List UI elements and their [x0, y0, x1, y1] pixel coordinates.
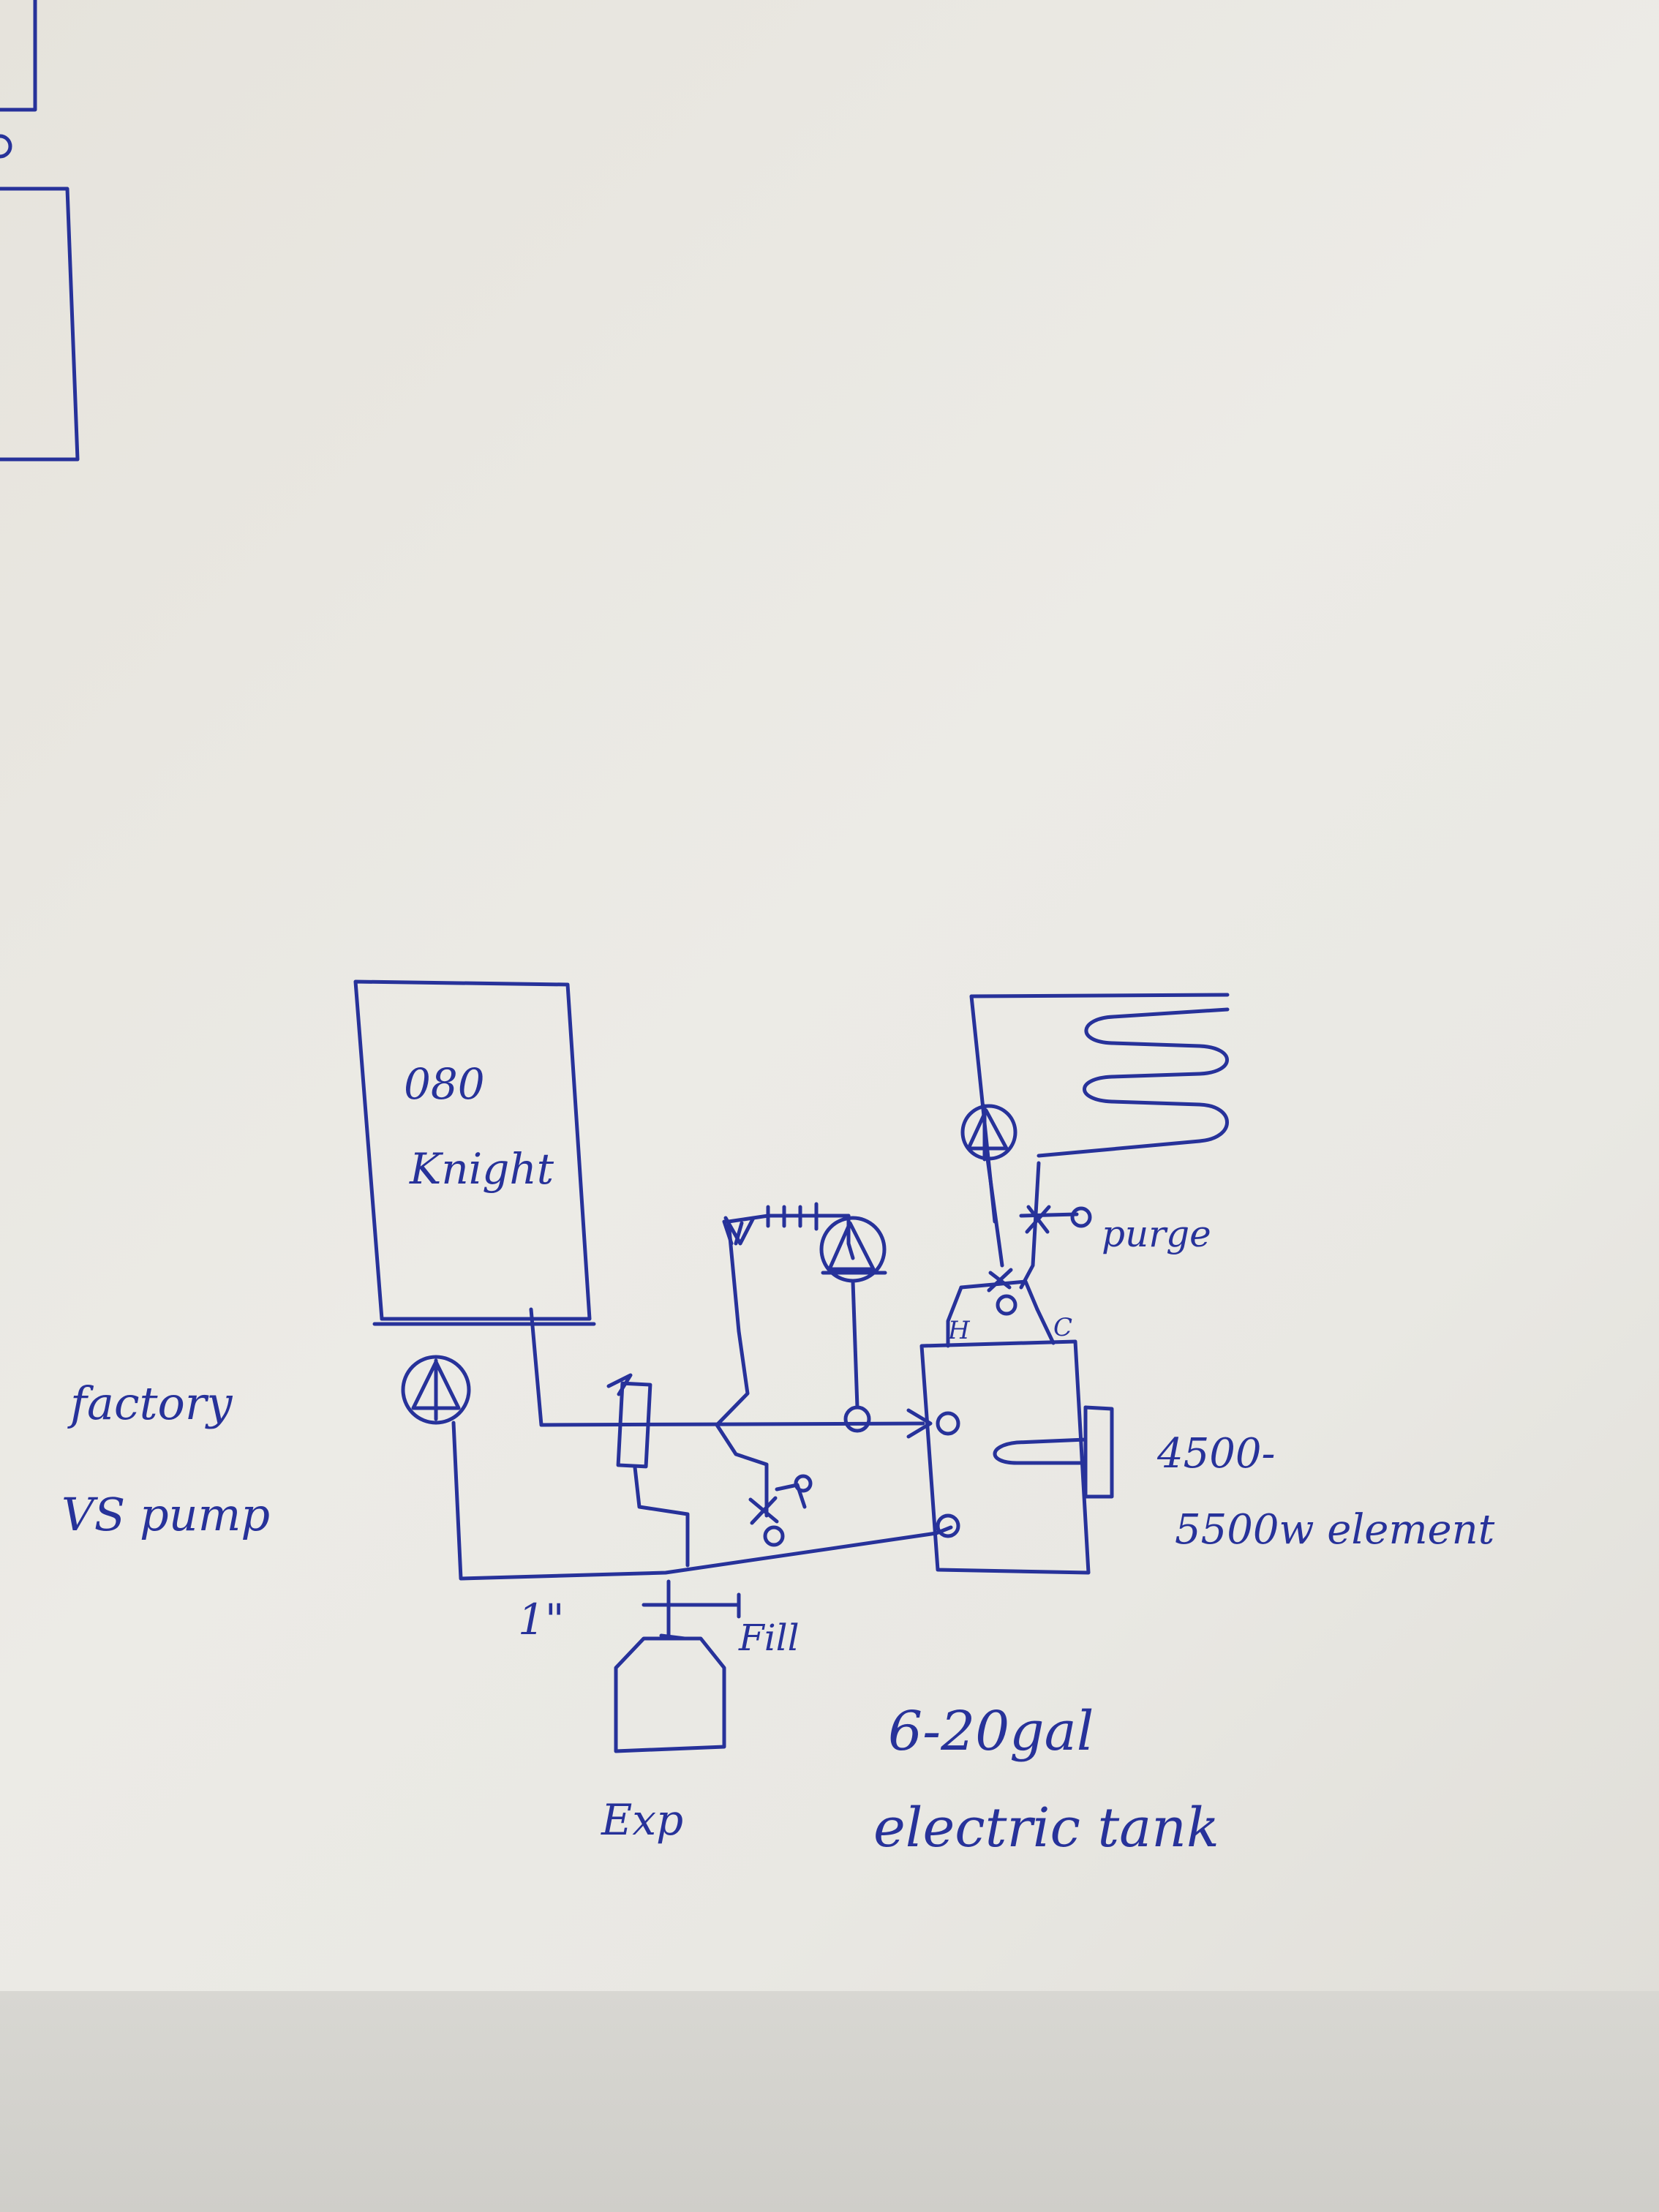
purge-label: purge	[1102, 1213, 1211, 1255]
fill-label: Fill	[738, 1617, 800, 1659]
electric-tank	[919, 1339, 1091, 1575]
expansion-tank-label: Exp	[601, 1795, 683, 1845]
expansion-tank-icon	[614, 1579, 741, 1753]
element-label-line1: 4500-	[1156, 1430, 1275, 1478]
boiler	[353, 979, 592, 1321]
tank-type-label: electric tank	[873, 1797, 1219, 1859]
purge-valve-icon	[946, 1205, 1092, 1348]
check-valve-icon	[748, 1474, 813, 1547]
boiler-pump-label-line1: factory	[67, 1377, 233, 1430]
corner-partial-drawing	[0, 0, 80, 462]
pipe-size-label: 1"	[518, 1595, 565, 1644]
boiler-brand-label: Knight	[409, 1144, 554, 1194]
boiler-pump-label-line2: VS pump	[61, 1488, 270, 1541]
hot-port-label: H	[947, 1316, 971, 1345]
heating-element-icon	[993, 1405, 1114, 1499]
closely-spaced-tees	[606, 1373, 690, 1568]
radiant-pump-icon	[960, 1104, 1017, 1268]
element-label-line2: 5500w element	[1175, 1506, 1495, 1554]
paper-edge	[0, 1991, 1659, 2212]
boiler-pump-icon	[401, 1355, 471, 1425]
secondary-loop	[715, 1202, 871, 1518]
primary-piping	[372, 1307, 938, 1581]
boiler-model-label: 080	[404, 1059, 485, 1109]
cold-port-label: C	[1053, 1313, 1072, 1342]
secondary-pump-icon	[819, 1216, 887, 1410]
tank-size-label: 6-20gal	[888, 1700, 1094, 1763]
